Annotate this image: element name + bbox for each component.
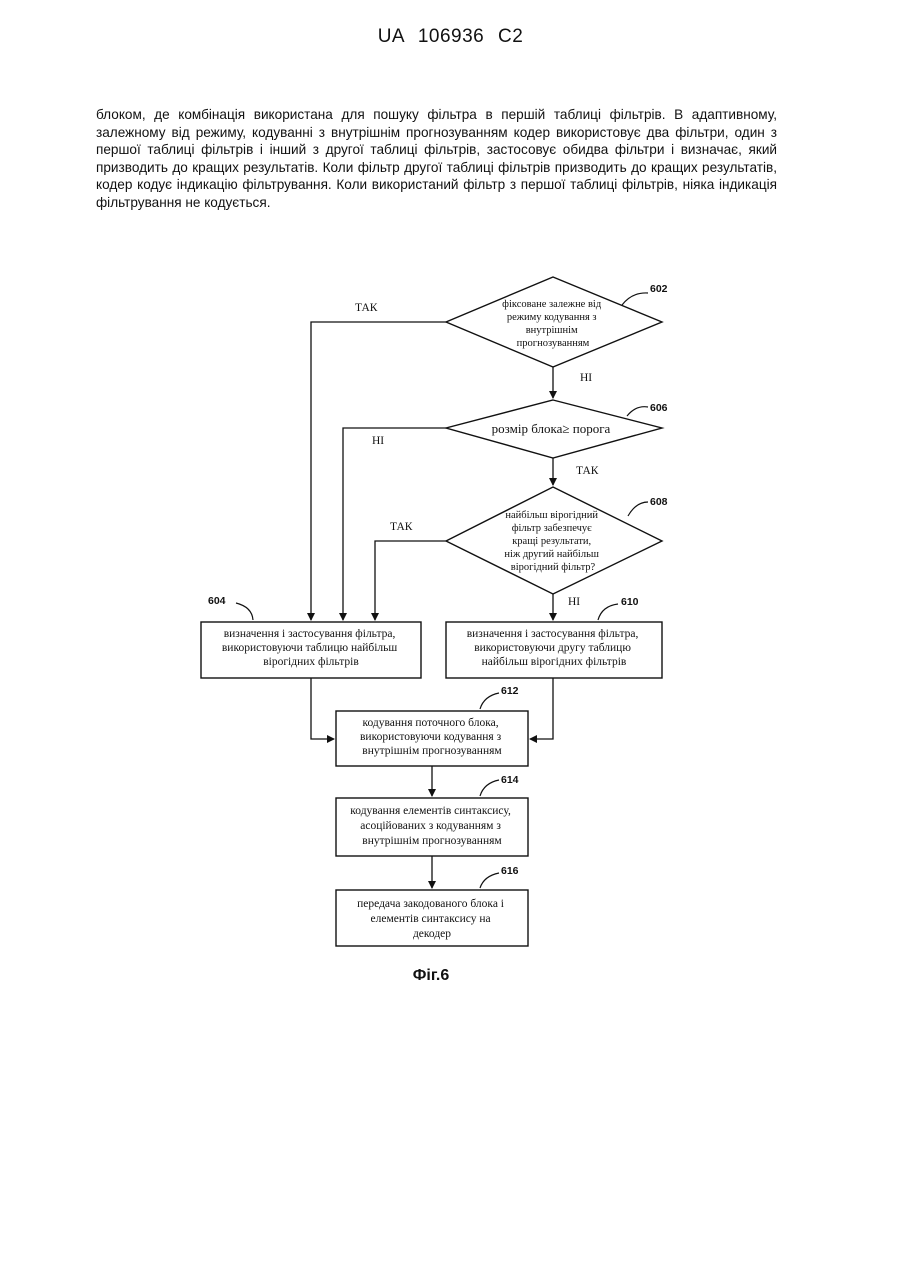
ref-602: 602 xyxy=(650,283,668,295)
decision-608-line-4: ніж другий найбільш xyxy=(504,549,599,560)
ref-616: 616 xyxy=(501,865,519,877)
ref-606: 606 xyxy=(650,402,668,414)
ref-612: 612 xyxy=(501,685,519,697)
ref-604: 604 xyxy=(208,595,226,607)
ref-610: 610 xyxy=(621,596,639,608)
edge-602-yes xyxy=(311,322,446,620)
process-616-line-1: передача закодованого блока і xyxy=(357,898,504,910)
decision-602-line-1: фіксоване залежне від xyxy=(502,299,602,310)
edge-610-612 xyxy=(530,678,553,739)
process-616-line-2: елементів синтаксису на xyxy=(371,913,491,925)
leader-610 xyxy=(598,604,618,620)
label-608-yes: ТАК xyxy=(390,521,413,533)
decision-602-line-4: прогнозуванням xyxy=(517,338,590,349)
leader-612 xyxy=(480,693,499,709)
leader-614 xyxy=(480,780,499,796)
process-614-text: кодування елементів синтаксису, асоційов… xyxy=(350,805,513,847)
process-610-text: визначення і застосування фільтра, викор… xyxy=(467,628,642,668)
decision-606-text: розмір блока≥ порога xyxy=(492,421,611,436)
leader-602 xyxy=(622,293,648,305)
process-610-line-2: використовуючи другу таблицю xyxy=(474,642,631,654)
label-606-no: НІ xyxy=(372,435,384,447)
process-604-line-1: визначення і застосування фільтра, xyxy=(224,628,396,640)
figure-caption: Фіг.6 xyxy=(0,967,862,985)
decision-608-line-1: найбільш вірогідний xyxy=(505,510,598,521)
decision-602-line-3: внутрішнім xyxy=(526,325,578,336)
label-602-no: НІ xyxy=(580,372,592,384)
decision-608-text: найбільш вірогідний фільтр забезпечує кр… xyxy=(504,510,601,573)
process-614-line-1: кодування елементів синтаксису, xyxy=(350,805,511,817)
process-612-text: кодування поточного блока, використовуюч… xyxy=(360,717,504,757)
leader-608 xyxy=(628,502,648,516)
leader-616 xyxy=(480,873,499,888)
leader-606 xyxy=(627,407,648,416)
ref-608: 608 xyxy=(650,496,668,508)
decision-608-line-5: вірогідний фільтр? xyxy=(511,562,596,573)
decision-602-line-2: режиму кодування з xyxy=(507,312,597,323)
process-616-line-3: декодер xyxy=(413,928,451,940)
label-606-yes: ТАК xyxy=(576,465,599,477)
edge-608-yes xyxy=(375,541,446,620)
leader-604 xyxy=(236,603,253,620)
label-602-yes: ТАК xyxy=(355,302,378,314)
process-604-line-2: використовуючи таблицю найбільш xyxy=(222,642,398,654)
ref-614: 614 xyxy=(501,774,519,786)
process-614-line-3: внутрішнім прогнозуванням xyxy=(362,835,502,847)
label-608-no: НІ xyxy=(568,596,580,608)
process-610-line-1: визначення і застосування фільтра, xyxy=(467,628,639,640)
process-612-line-2: використовуючи кодування з xyxy=(360,731,502,743)
edge-604-612 xyxy=(311,678,334,739)
decision-608-line-3: кращі результати, xyxy=(512,536,591,547)
process-612-line-3: внутрішнім прогнозуванням xyxy=(362,745,502,757)
decision-608-line-2: фільтр забезпечує xyxy=(512,523,592,534)
process-614-line-2: асоційованих з кодуванням з xyxy=(360,820,501,832)
process-610-line-3: найбільш вірогідних фільтрів xyxy=(482,656,627,668)
process-604-line-3: вірогідних фільтрів xyxy=(263,656,359,668)
process-612-line-1: кодування поточного блока, xyxy=(362,717,498,729)
